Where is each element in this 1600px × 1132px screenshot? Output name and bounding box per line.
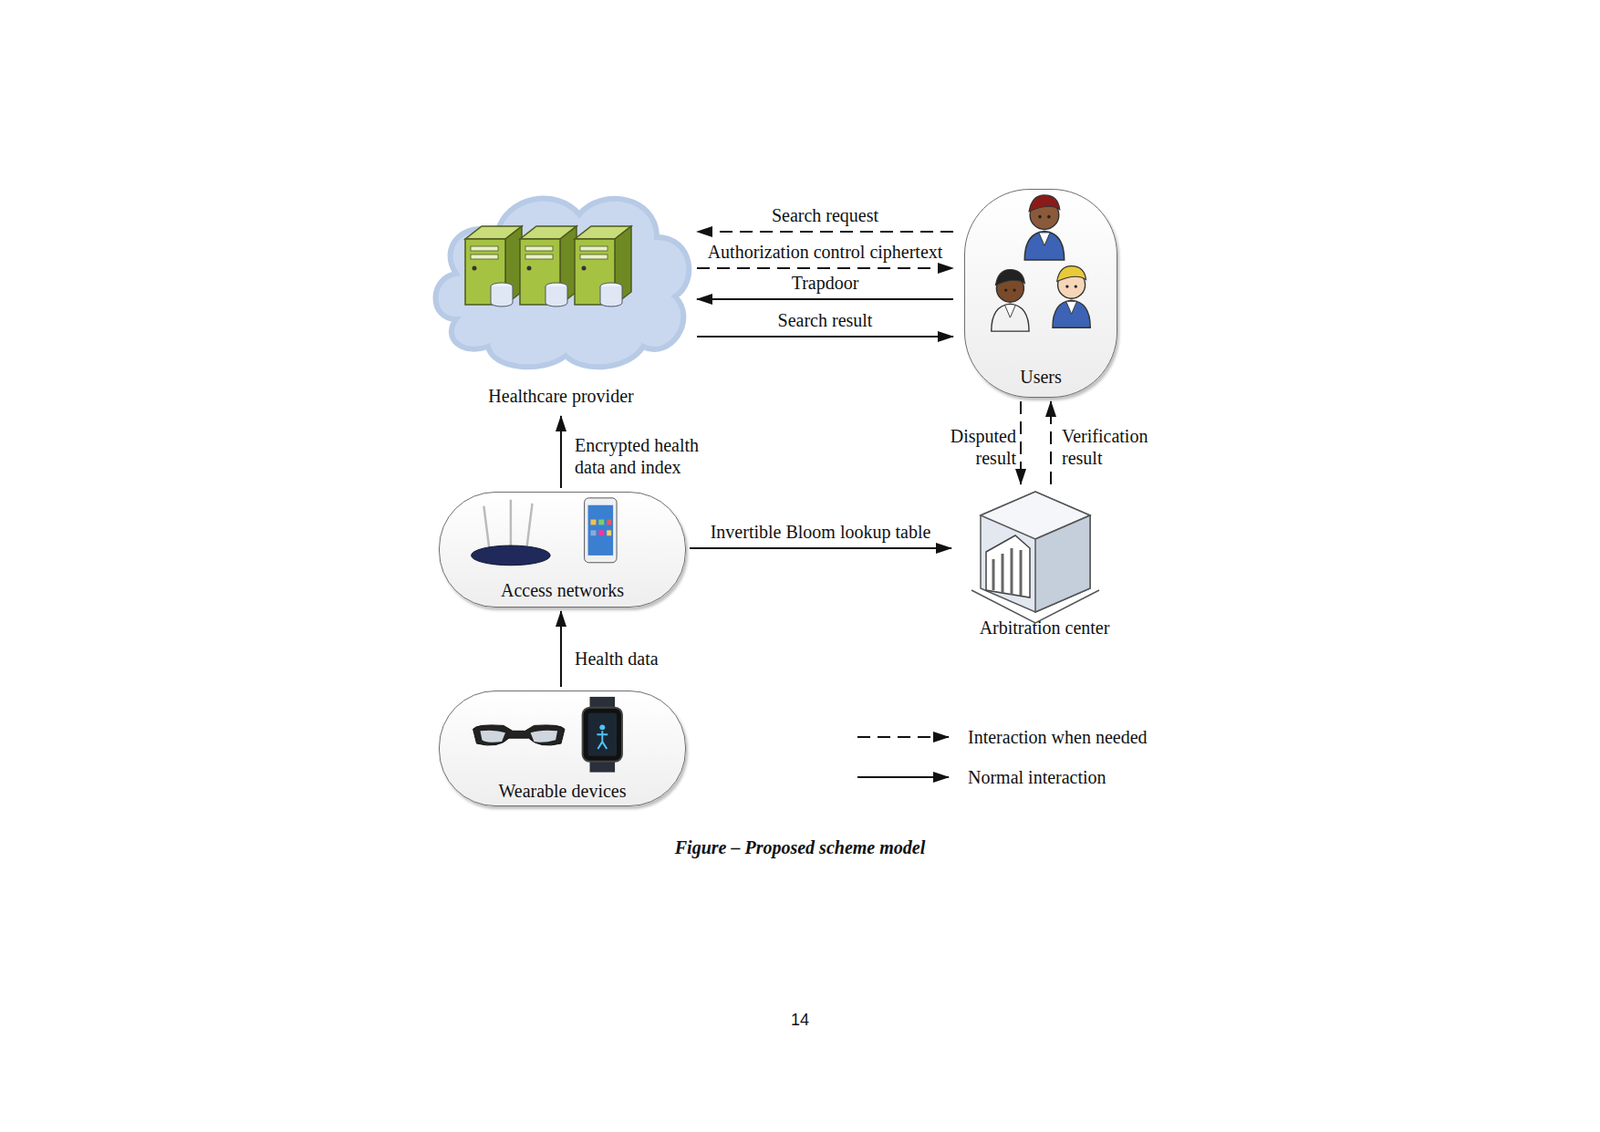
legend-sample	[857, 736, 949, 738]
node-label: Access networks	[439, 579, 686, 602]
dashed-connector	[696, 267, 954, 270]
arbitration-node: Arbitration center	[962, 488, 1127, 639]
connector	[696, 335, 954, 338]
legend-text: Interaction when needed	[967, 726, 1148, 749]
legend-sample	[857, 776, 949, 779]
connector	[696, 298, 954, 301]
edge-label: Trapdoor	[789, 271, 862, 294]
connector	[560, 611, 562, 687]
users-node: Users	[964, 188, 1118, 398]
edge-label: Search request	[769, 204, 881, 227]
figure-caption: Figure – Proposed scheme model	[0, 837, 1600, 859]
node-label: Users	[965, 365, 1117, 388]
dashed-connector	[1019, 401, 1022, 485]
cloud-node: Healthcare provider	[428, 182, 694, 413]
node-illustration	[965, 189, 1117, 397]
edge-label: Health data	[572, 647, 705, 670]
edge-label: Verification result	[1059, 425, 1170, 469]
legend-text: Normal interaction	[967, 766, 1107, 789]
wearable-node: Wearable devices	[438, 690, 686, 807]
connector	[560, 415, 562, 489]
node-label: Arbitration center	[962, 616, 1127, 639]
edge-label: Disputed result	[928, 425, 1019, 469]
access-node: Access networks	[438, 491, 686, 608]
node-label: Wearable devices	[439, 779, 686, 802]
edge-label: Authorization control ciphertext	[706, 240, 946, 263]
page-number: 14	[0, 1010, 1600, 1030]
dashed-connector	[1049, 401, 1052, 485]
node-illustration	[962, 488, 1127, 639]
edge-label: Encrypted health data and index	[572, 434, 728, 478]
edge-label: Invertible Bloom lookup table	[708, 520, 934, 543]
edge-label: Search result	[776, 309, 875, 332]
dashed-connector	[696, 230, 954, 233]
connector	[689, 547, 952, 550]
node-illustration	[428, 182, 694, 413]
node-label: Healthcare provider	[428, 384, 694, 407]
